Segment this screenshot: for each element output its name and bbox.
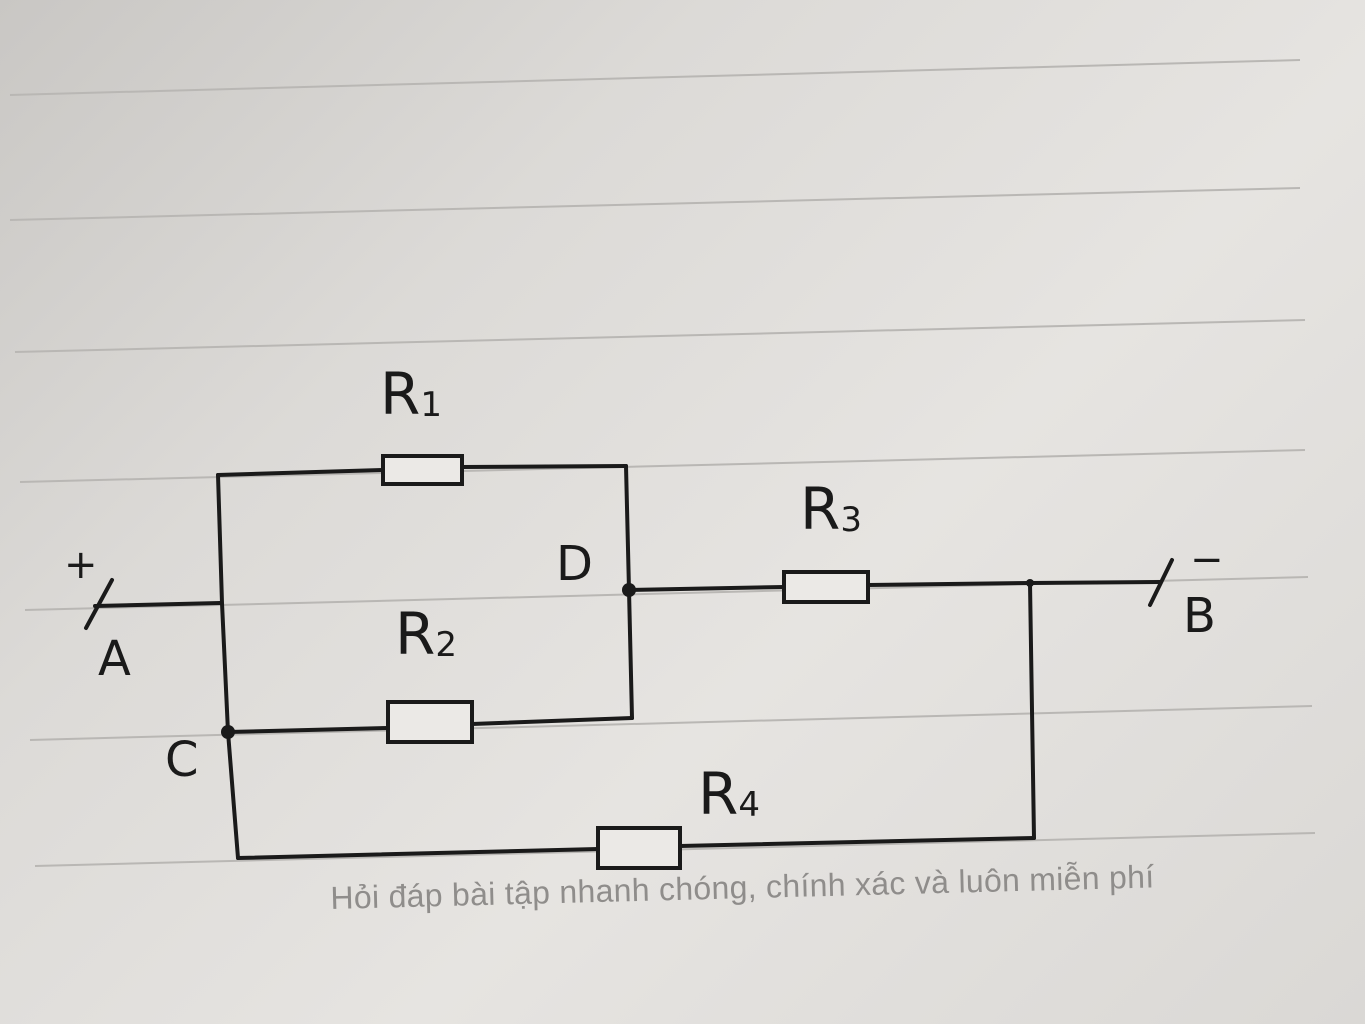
terminal-b-tick <box>1148 558 1174 607</box>
junction-d <box>622 583 636 597</box>
resistor-r1 <box>381 454 464 486</box>
terminal-a-tick <box>84 578 114 630</box>
terminal-plus-sign: + <box>64 542 98 588</box>
node-label-d: D <box>556 536 593 592</box>
resistor-r4 <box>596 826 682 870</box>
label-r2: R2 <box>395 600 457 668</box>
junction-c <box>221 725 235 739</box>
resistor-r3 <box>782 570 870 604</box>
junction-right <box>1026 579 1034 587</box>
ruled-lines <box>9 59 1316 867</box>
node-label-a: A <box>98 631 131 687</box>
node-label-c: C <box>165 732 199 788</box>
label-r1: R1 <box>380 360 442 428</box>
label-r3: R3 <box>800 475 862 543</box>
resistor-r2 <box>386 700 474 744</box>
node-label-b: B <box>1183 588 1216 644</box>
circuit-wires <box>84 464 1174 860</box>
label-r4: R4 <box>698 760 760 828</box>
terminal-minus-sign: − <box>1190 537 1224 583</box>
